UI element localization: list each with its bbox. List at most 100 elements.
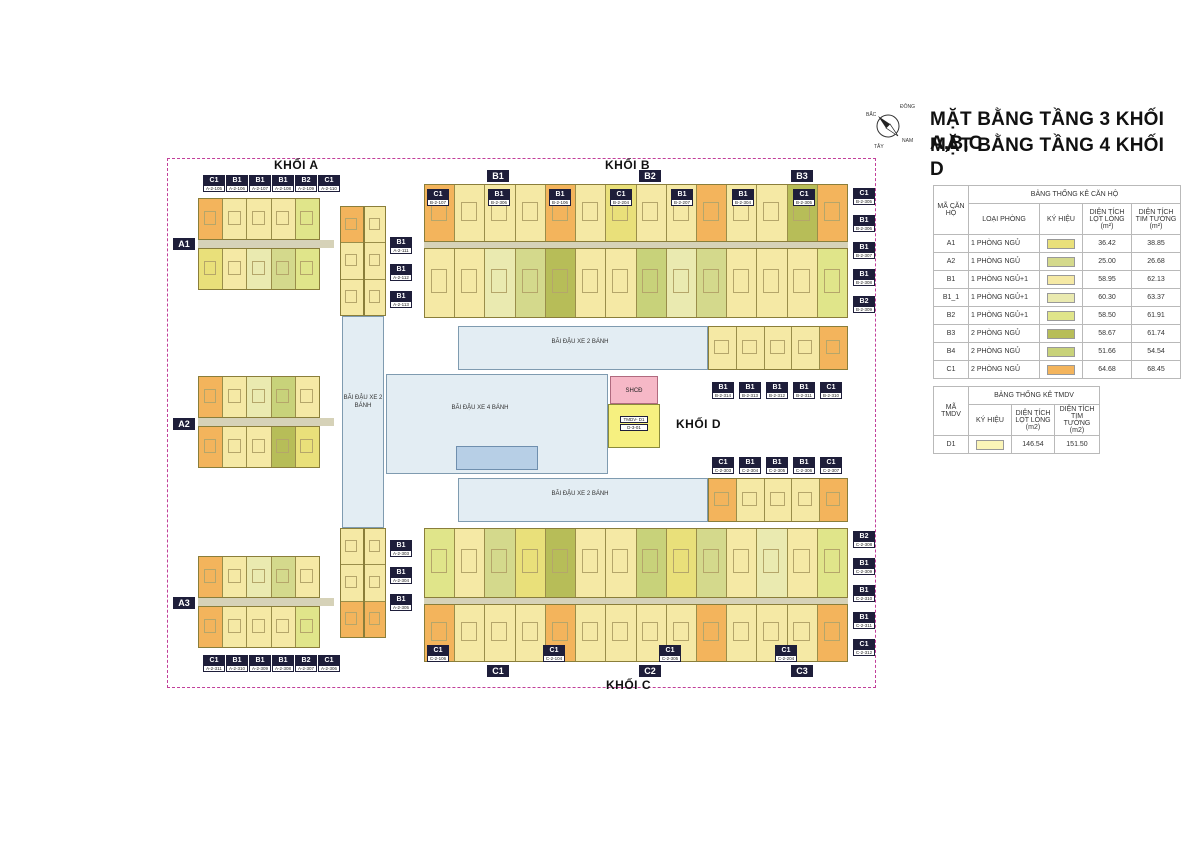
units-c-east bbox=[708, 478, 848, 522]
legend-title: BẢNG THỐNG KÊ CĂN HỘ bbox=[968, 185, 1181, 204]
compass-north: BẮC bbox=[866, 112, 877, 118]
parking-4wheel-label: BÃI ĐẬU XE 4 BÁNH bbox=[451, 405, 509, 411]
legend2-header-wall: DIỆN TÍCH TIM TƯỜNG (m2) bbox=[1054, 404, 1100, 436]
unit-type-tag: B1 bbox=[793, 457, 815, 467]
units-a-spine-bottom bbox=[340, 528, 364, 638]
unit-type-tag: B2 bbox=[853, 531, 875, 541]
legend2-header-code: MÃ TMDV bbox=[933, 386, 969, 436]
corridor-b bbox=[424, 242, 848, 248]
unit-type-tag: B1 bbox=[766, 457, 788, 467]
unit bbox=[455, 529, 486, 597]
unit bbox=[247, 249, 272, 289]
tmdv-code: D-3-01 bbox=[620, 424, 648, 431]
legend-cell: 25.00 bbox=[1082, 252, 1132, 271]
legend-cell: 38.85 bbox=[1131, 234, 1181, 253]
unit bbox=[576, 185, 607, 241]
unit-type-tag: B1 bbox=[249, 175, 271, 185]
unit-code-tag: A-2-303 bbox=[390, 550, 412, 557]
unit bbox=[515, 529, 546, 597]
plan-title-line1: MẶT BẰNG TẦNG 3 KHỐI A,B,C bbox=[930, 109, 1165, 154]
unit bbox=[636, 529, 667, 597]
units-b-row2 bbox=[424, 248, 848, 318]
legend-cell: 64.68 bbox=[1082, 360, 1132, 379]
unit bbox=[199, 427, 224, 467]
unit bbox=[666, 529, 697, 597]
legend-cell: B2 bbox=[933, 306, 969, 325]
unit-type-tag: B1 bbox=[390, 594, 412, 604]
unit bbox=[792, 479, 821, 521]
side-label-b2: B2 bbox=[639, 170, 661, 182]
unit-type-tag: B1 bbox=[390, 540, 412, 550]
unit bbox=[817, 185, 848, 241]
unit-type-tag: B1 bbox=[671, 189, 693, 199]
unit-code-tag: A-2-105 bbox=[203, 185, 225, 192]
side-label-b1: B1 bbox=[487, 170, 509, 182]
unit-code-tag: C-2-305 bbox=[766, 467, 788, 474]
units-a-spine-top bbox=[340, 206, 364, 316]
unit-type-tag: C1 bbox=[775, 645, 797, 655]
legend2-cell: 151.50 bbox=[1054, 435, 1100, 454]
unit bbox=[606, 529, 637, 597]
legend2-cell: D1 bbox=[933, 435, 969, 454]
unit-type-tag: C1 bbox=[427, 645, 449, 655]
unit-type-tag: C1 bbox=[712, 457, 734, 467]
corridor-c bbox=[424, 598, 848, 604]
legend-cell: B1 bbox=[933, 270, 969, 289]
unit-type-tag: B1 bbox=[226, 175, 248, 185]
legend2-swatch bbox=[968, 435, 1012, 454]
unit-type-tag: B2 bbox=[295, 655, 317, 665]
unit-type-tag: B1 bbox=[853, 215, 875, 225]
unit bbox=[545, 529, 577, 597]
legend-cell: 1 PHÒNG NGỦ+1 bbox=[968, 288, 1040, 307]
units-a-row2 bbox=[198, 248, 320, 290]
unit bbox=[341, 601, 363, 637]
unit-type-tag: B2 bbox=[853, 296, 875, 306]
legend-cell: 2 PHÒNG NGỦ bbox=[968, 324, 1040, 343]
legend-cell: 2 PHÒNG NGỦ bbox=[968, 342, 1040, 361]
unit-code-tag: A-2-113 bbox=[390, 301, 412, 308]
unit bbox=[341, 279, 363, 315]
block-c-label: KHỐI C bbox=[606, 678, 651, 692]
unit bbox=[817, 605, 848, 661]
legend-cell: A1 bbox=[933, 234, 969, 253]
legend-swatch bbox=[1039, 342, 1083, 361]
unit-type-tag: B1 bbox=[853, 612, 875, 622]
unit-code-tag: B-2-308 bbox=[853, 279, 875, 286]
unit-type-tag: B1 bbox=[390, 291, 412, 301]
unit-type-tag: B1 bbox=[853, 585, 875, 595]
unit bbox=[636, 249, 667, 317]
legend-header-wall: DIỆN TÍCH TIM TƯỜNG (m²) bbox=[1131, 203, 1181, 235]
legend-cell: 1 PHÒNG NGỦ+1 bbox=[968, 270, 1040, 289]
unit-code-tag: A-2-307 bbox=[295, 665, 317, 672]
parking-2wheel-bottom-label: BÃI ĐẬU XE 2 BÁNH bbox=[551, 491, 609, 497]
unit-code-tag: B-2-107 bbox=[427, 199, 449, 206]
unit-code-tag: B-2-106 bbox=[549, 199, 571, 206]
unit bbox=[341, 207, 363, 244]
legend-cell: 61.74 bbox=[1131, 324, 1181, 343]
units-a-row1 bbox=[198, 198, 320, 240]
unit bbox=[606, 249, 637, 317]
unit bbox=[757, 529, 788, 597]
unit-code-tag: C-2-312 bbox=[853, 649, 875, 656]
unit-code-tag: B-2-310 bbox=[820, 392, 842, 399]
legend-cell: 58.95 bbox=[1082, 270, 1132, 289]
unit bbox=[247, 427, 272, 467]
unit-type-tag: C1 bbox=[203, 655, 225, 665]
unit-type-tag: B1 bbox=[272, 655, 294, 665]
legend-cell: 63.37 bbox=[1131, 288, 1181, 307]
legend-cell: 51.66 bbox=[1082, 342, 1132, 361]
legend-cell: 62.13 bbox=[1131, 270, 1181, 289]
unit bbox=[247, 199, 272, 239]
legend-cell: 1 PHÒNG NGỦ bbox=[968, 252, 1040, 271]
unit-code-tag: A-2-107 bbox=[249, 185, 271, 192]
unit-type-tag: C1 bbox=[610, 189, 632, 199]
unit bbox=[709, 327, 737, 369]
unit bbox=[341, 565, 363, 602]
unit-type-tag: B1 bbox=[226, 655, 248, 665]
unit bbox=[199, 607, 224, 647]
